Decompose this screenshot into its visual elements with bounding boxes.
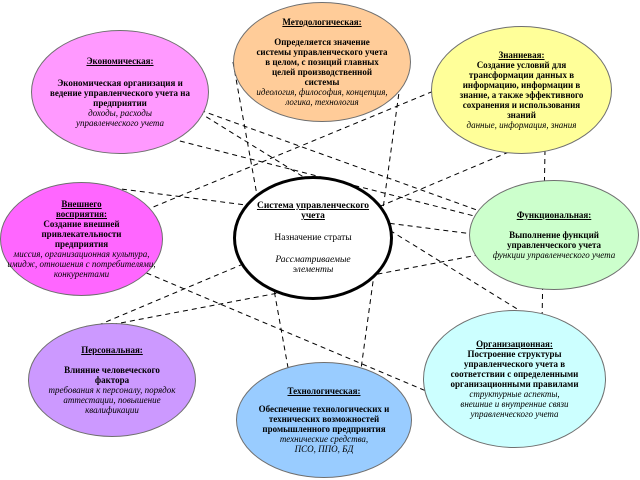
node-economic-desc: Экономическая организация и ведение упра… bbox=[50, 78, 190, 108]
node-organizational-title: Организационная: bbox=[476, 339, 553, 349]
connector-knowledge-organizational bbox=[538, 149, 547, 324]
node-knowledge-title: Знаниевая: bbox=[498, 50, 545, 60]
connector-personal-functional bbox=[67, 244, 521, 334]
node-technological-desc: Обеспечение технологических и технически… bbox=[258, 404, 390, 434]
node-external-title: Внешнего восприятия: bbox=[56, 199, 108, 219]
node-technological-tags: технические средства, ПСО, ППО, БД bbox=[279, 434, 369, 454]
node-center-desc: Назначение страты bbox=[274, 233, 352, 243]
node-organizational-tags: структурные аспекты, внешние и внутренни… bbox=[460, 389, 569, 419]
node-organizational-desc: Построение структуры управленческого уче… bbox=[450, 349, 579, 389]
node-organizational: Организационная: Построение структуры уп… bbox=[423, 310, 606, 448]
node-knowledge-tags: данные, информация, знания bbox=[466, 120, 577, 130]
node-external-tags: миссия, организационная культура, имидж,… bbox=[7, 249, 156, 279]
node-center-tags: Рассматриваемые элементы bbox=[275, 255, 351, 275]
node-center: Система управленческого учета Назначение… bbox=[233, 176, 393, 300]
node-functional-tags: функции управленческого учета bbox=[492, 250, 616, 260]
node-personal-title: Персональная: bbox=[81, 345, 143, 355]
node-methodological-desc: Определяется значение системы управленче… bbox=[256, 37, 388, 87]
node-methodological: Методологическая: Определяется значение … bbox=[233, 2, 411, 122]
node-center-title: Система управленческого учета bbox=[256, 201, 370, 221]
connector-knowledge-personal bbox=[81, 137, 543, 333]
node-economic-tags: доходы, расходы управленческого учета bbox=[75, 108, 165, 128]
node-methodological-tags: идеология, философия, концепция, логика,… bbox=[256, 87, 388, 107]
node-knowledge: Знаниевая: Создание условий для трансфор… bbox=[431, 26, 612, 154]
node-personal-tags: требования к персоналу, порядок аттестац… bbox=[48, 385, 176, 415]
node-economic-title: Экономическая: bbox=[86, 56, 154, 66]
node-external: Внешнего восприятия: Создание внешней пр… bbox=[0, 182, 163, 296]
node-methodological-title: Методологическая: bbox=[282, 17, 362, 27]
node-technological-title: Технологическая: bbox=[287, 386, 361, 396]
node-external-desc: Создание внешней привлекательности предп… bbox=[41, 219, 122, 249]
node-technological: Технологическая: Обеспечение технологиче… bbox=[236, 362, 412, 478]
node-functional: Функциональная: Выполнение функций управ… bbox=[469, 180, 639, 290]
node-economic: Экономическая: Экономическая организация… bbox=[31, 30, 209, 154]
node-knowledge-desc: Создание условий для трансформации данны… bbox=[459, 60, 584, 120]
node-personal-desc: Влияние человеческого фактора bbox=[64, 365, 160, 385]
node-personal: Персональная: Влияние человеческого факт… bbox=[28, 323, 196, 437]
node-functional-title: Функциональная: bbox=[516, 210, 592, 220]
node-functional-desc: Выполнение функций управленческого учета bbox=[506, 230, 602, 250]
